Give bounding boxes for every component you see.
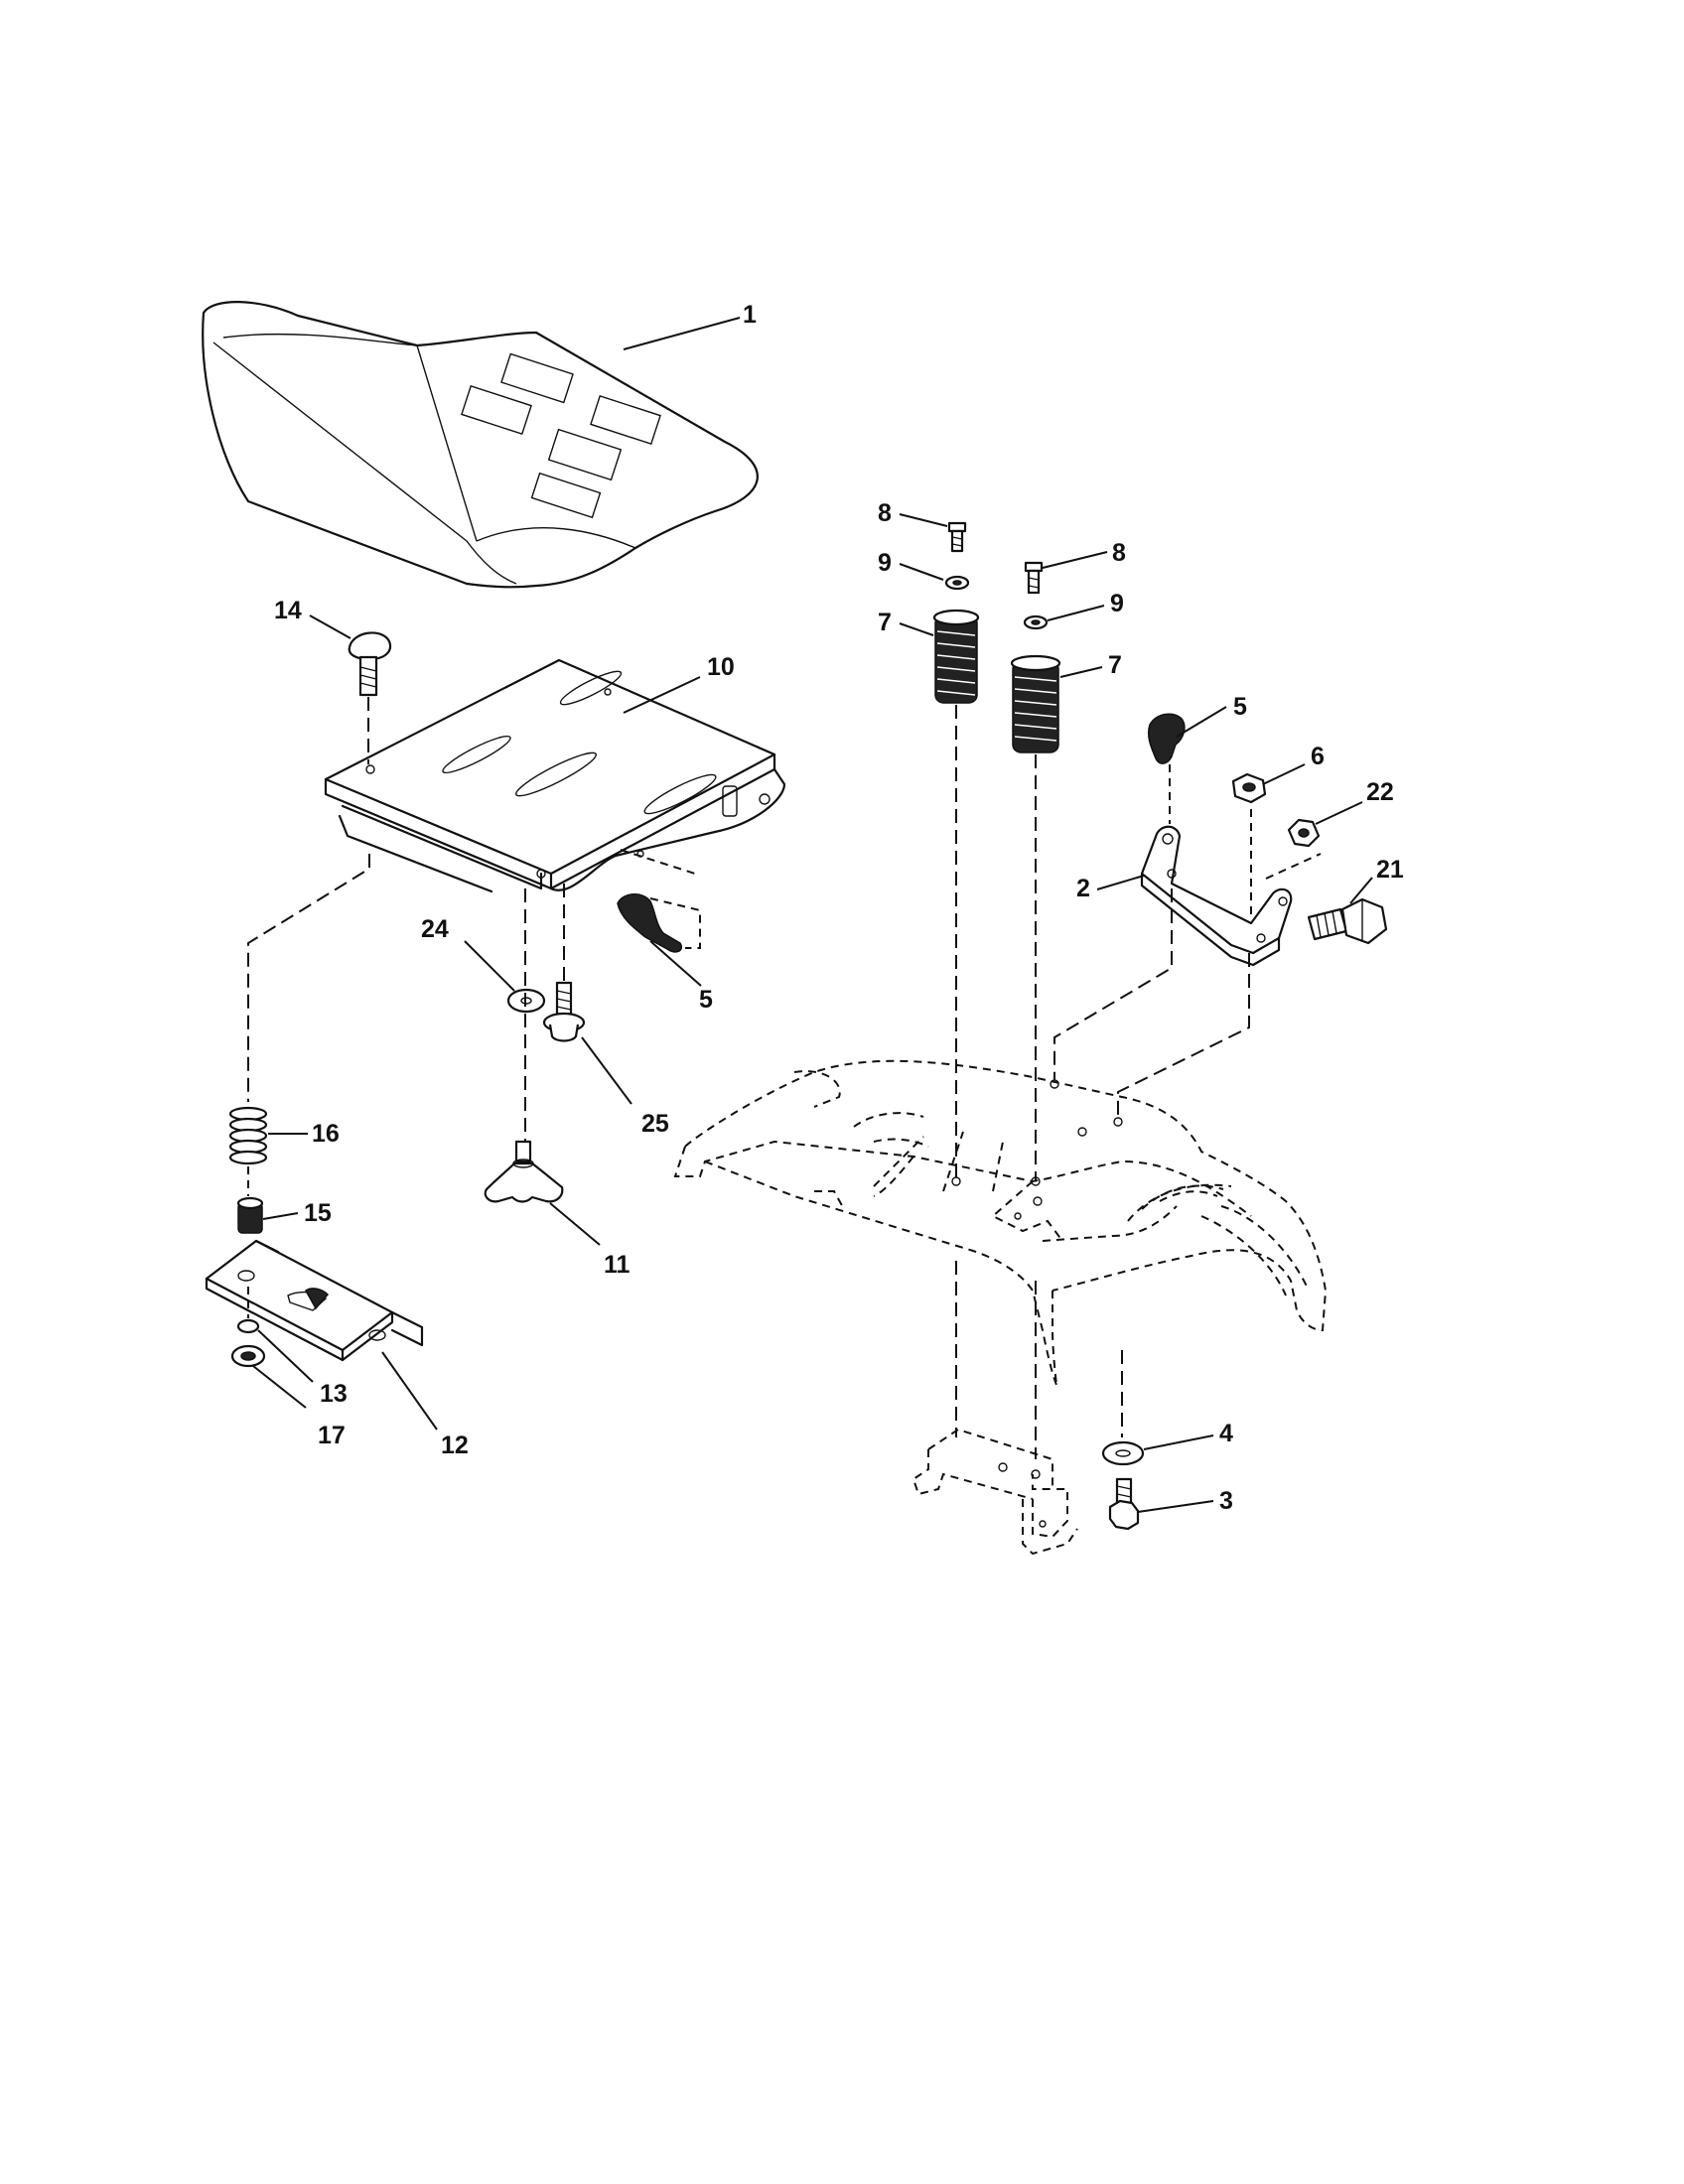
leader-17: [252, 1365, 307, 1409]
part-spring-7-left: [899, 609, 980, 704]
part-spring-7-right: [1010, 654, 1103, 753]
callout-24: 24: [421, 915, 449, 943]
part-washer-4: [1101, 1434, 1214, 1466]
axis-line-spring: [247, 854, 370, 1102]
part-lockwasher: [236, 1287, 314, 1383]
part-mount-bracket: [1096, 809, 1322, 967]
leader-3: [1137, 1500, 1214, 1513]
leader-13: [257, 1329, 314, 1383]
part-bolt-8-right: [1024, 551, 1108, 595]
leader-9-left: [899, 563, 944, 581]
callout-9-left: 9: [878, 549, 892, 577]
part-knob: [484, 1140, 601, 1246]
part-nut-17: [230, 1344, 307, 1409]
leader-14: [309, 614, 351, 639]
leader-8-right: [1042, 551, 1108, 569]
leader-8-left: [899, 513, 948, 527]
callout-8-left: 8: [878, 499, 892, 527]
leader-15: [262, 1212, 299, 1220]
leader-10: [623, 676, 701, 714]
part-bushing: [236, 1196, 299, 1234]
callout-4: 4: [1219, 1420, 1233, 1447]
callout-2: 2: [1076, 875, 1090, 902]
leader-2: [1096, 875, 1145, 890]
part-clip-left: [617, 849, 702, 987]
callout-14: 14: [274, 597, 302, 624]
leader-7-left: [899, 622, 934, 636]
leader-22: [1315, 801, 1363, 825]
axis-line-bracket-right: [1117, 953, 1250, 1122]
callout-7-left: 7: [878, 609, 892, 636]
part-seat: [202, 301, 759, 589]
part-washer-9-right: [1023, 605, 1105, 630]
callout-5-right: 5: [1233, 693, 1247, 721]
dashed-lower-bracket: [912, 1428, 1078, 1556]
callout-22: 22: [1366, 778, 1394, 806]
part-washer-24: [464, 940, 546, 1014]
part-nut-22: [1287, 801, 1363, 848]
callout-17: 17: [318, 1422, 346, 1449]
callout-7-right: 7: [1108, 651, 1122, 679]
leader-1: [623, 317, 741, 350]
callout-13: 13: [320, 1380, 348, 1408]
callout-15: 15: [304, 1199, 332, 1227]
part-seat-pan: [324, 658, 786, 893]
part-bolt-8-left: [899, 513, 967, 553]
callout-labels: 1 14 10 24 5 25 16 15 11 13 17 12 8 9 7 …: [274, 301, 1404, 1515]
callout-3: 3: [1219, 1487, 1233, 1515]
callout-11: 11: [604, 1251, 631, 1279]
part-bolt-21: [1307, 877, 1388, 945]
leader-11: [549, 1202, 601, 1246]
part-clip-right: [1147, 706, 1227, 824]
callout-10: 10: [707, 653, 735, 681]
leader-24: [464, 940, 515, 992]
callout-16: 16: [312, 1120, 340, 1148]
callout-25: 25: [641, 1110, 669, 1138]
leader-7-right: [1059, 666, 1103, 678]
callout-21: 21: [1376, 856, 1404, 884]
leader-12: [381, 1351, 438, 1431]
axis-line-bracket-left: [1053, 888, 1173, 1080]
callout-1: 1: [743, 301, 757, 329]
part-carriage-bolt: [309, 614, 392, 764]
callout-5-left: 5: [699, 986, 713, 1014]
part-washer-9-left: [899, 563, 970, 591]
part-shoulder-bolt: [542, 981, 632, 1105]
callout-9-right: 9: [1110, 590, 1124, 617]
part-nut-6: [1231, 763, 1306, 804]
callout-12: 12: [441, 1432, 469, 1459]
callout-6: 6: [1311, 743, 1325, 770]
part-spring-small: [228, 1106, 308, 1196]
leader-25: [581, 1036, 632, 1105]
callout-8-right: 8: [1112, 539, 1126, 567]
leader-21: [1349, 877, 1373, 904]
part-bolt-3: [1108, 1477, 1214, 1531]
leader-9-right: [1047, 605, 1105, 621]
leader-4: [1143, 1434, 1214, 1450]
leader-6: [1262, 763, 1306, 785]
leader-5-right: [1176, 706, 1227, 738]
leader-5-left: [649, 940, 702, 987]
part-bracket: [205, 1239, 438, 1431]
dashed-tractor-frame: [673, 1059, 1328, 1386]
